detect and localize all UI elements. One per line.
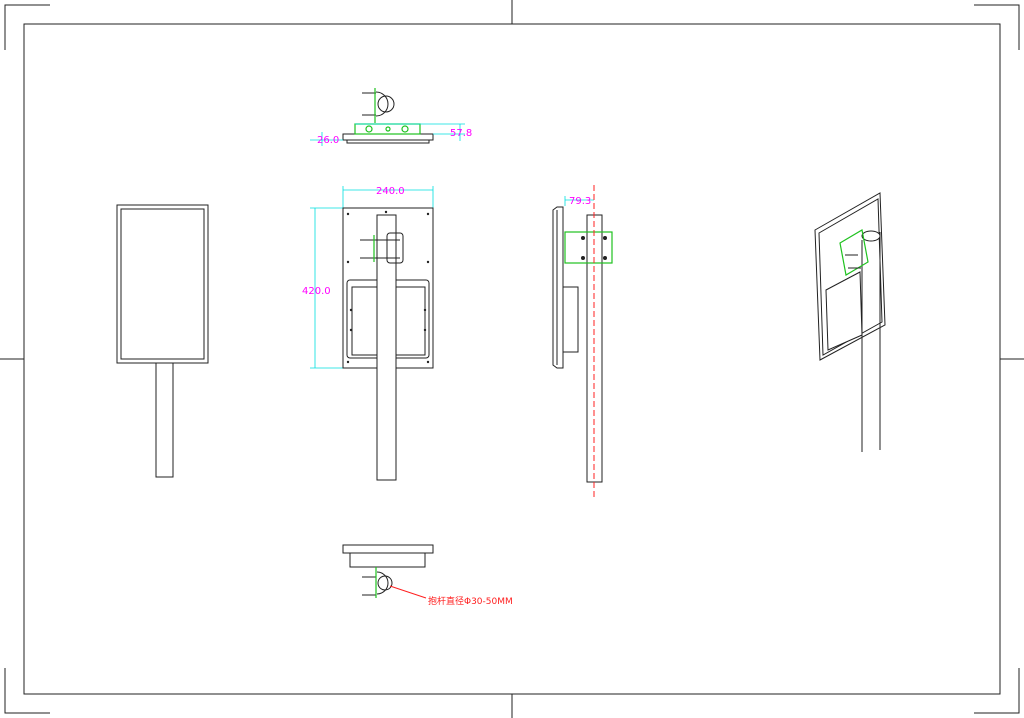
- dimension-total-depth: 57.8: [450, 128, 472, 139]
- top-view: 26.0 57.8: [310, 88, 472, 146]
- side-view: 79.3: [552, 185, 613, 497]
- back-view: 240.0 420.0: [302, 186, 434, 481]
- dimension-plate-thickness: 26.0: [317, 135, 339, 146]
- pole-diameter-note: 抱杆直径Φ30-50MM: [428, 595, 513, 607]
- dimension-height: 420.0: [302, 286, 331, 297]
- dimension-pole-offset: 79.3: [569, 196, 591, 207]
- dimension-width: 240.0: [376, 186, 405, 197]
- front-view: [116, 204, 209, 478]
- bottom-view: 抱杆直径Φ30-50MM: [342, 544, 513, 607]
- isometric-view: [814, 192, 886, 452]
